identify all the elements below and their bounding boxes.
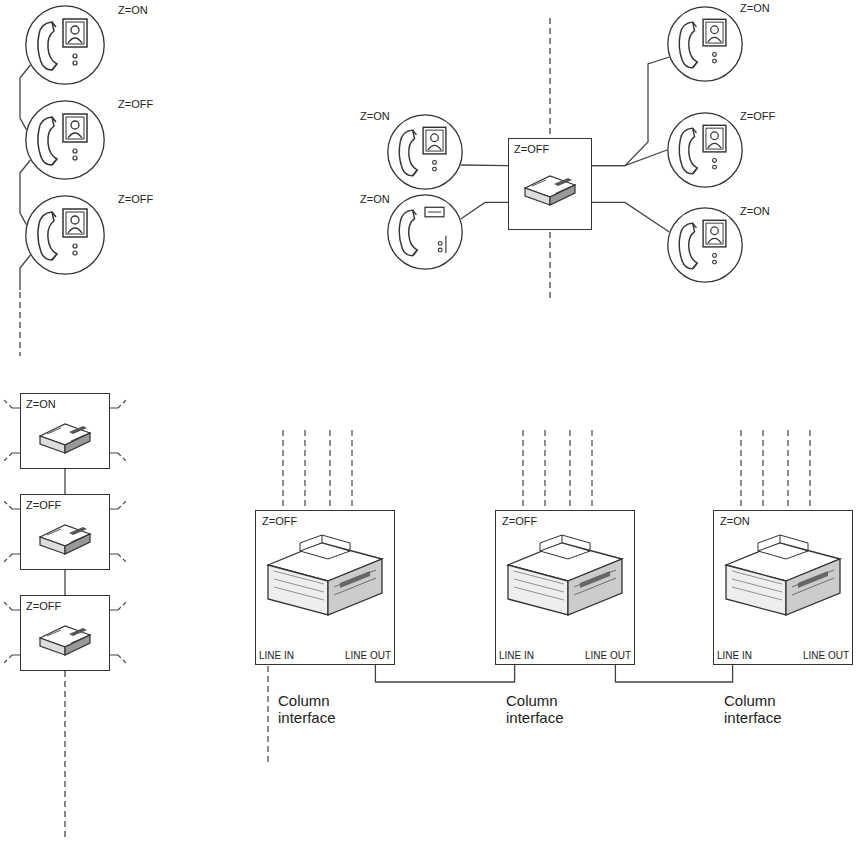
- device-label: Column interface: [278, 692, 362, 727]
- circle-outline: [388, 195, 462, 269]
- video-phone: [679, 19, 726, 67]
- wire-connector: [375, 665, 514, 682]
- z-setting: Z=OFF: [262, 515, 297, 527]
- circle-outline: [25, 5, 105, 85]
- video-phone: [38, 19, 87, 70]
- distributor-box: Z=OFF: [508, 138, 592, 230]
- circle-outline: [667, 6, 743, 82]
- z-setting: Z=OFF: [118, 98, 153, 110]
- distributor-box: Z=ON: [20, 393, 110, 469]
- wire-connector: [461, 164, 508, 166]
- wire-connector: [64, 469, 65, 494]
- video-phone: [679, 220, 726, 268]
- station-circle: Z=ON: [387, 114, 463, 190]
- wire-connector: [592, 57, 669, 166]
- z-setting: Z=OFF: [26, 600, 61, 612]
- wire-connector: [20, 65, 30, 130]
- riser-lines: [268, 430, 810, 762]
- circle-outline: [25, 100, 105, 180]
- station-circle: Z=ON: [667, 207, 743, 283]
- riser-continuation: [64, 671, 65, 838]
- terminal-label: LINE IN: [717, 650, 752, 661]
- distributor-module: [40, 525, 90, 554]
- station-circle: Z=ON: [25, 5, 105, 85]
- audio-phone: [399, 207, 446, 255]
- station-circle: Z=OFF: [25, 100, 105, 180]
- z-setting: Z=ON: [740, 2, 770, 14]
- z-setting: Z=ON: [720, 515, 750, 527]
- branch-stubs-dashed: [4, 400, 126, 663]
- z-setting: Z=OFF: [26, 499, 61, 511]
- station-circle: Z=ON: [387, 194, 463, 270]
- z-setting: Z=OFF: [502, 515, 537, 527]
- station-circle: Z=OFF: [667, 112, 743, 188]
- wire-connector: [64, 570, 65, 595]
- video-phone: [38, 114, 87, 165]
- circle-outline: [668, 208, 742, 282]
- circle-outline: [668, 7, 742, 81]
- circle-outline: [387, 114, 463, 190]
- terminal-label: LINE IN: [259, 650, 294, 661]
- terminal-label: LINE OUT: [803, 650, 849, 661]
- circle-outline: [26, 6, 104, 84]
- z-setting: Z=OFF: [740, 110, 775, 122]
- video-phone: [38, 209, 87, 260]
- circle-outline: [26, 196, 104, 274]
- z-setting: Z=ON: [118, 4, 148, 16]
- wire-connector: [592, 202, 669, 232]
- column-interface-module: [726, 535, 840, 615]
- terminal-label: LINE OUT: [585, 650, 631, 661]
- station-circle: Z=ON: [667, 6, 743, 82]
- circle-outline: [26, 101, 104, 179]
- distributor-module: [525, 176, 575, 205]
- z-setting: Z=ON: [740, 205, 770, 217]
- circle-outline: [25, 195, 105, 275]
- device-label: Column interface: [724, 692, 808, 727]
- circle-outline: [667, 112, 743, 188]
- column-interface-module: [268, 535, 382, 615]
- device-label: Column interface: [506, 692, 590, 727]
- riser-continuation: [549, 18, 550, 300]
- video-phone: [399, 127, 446, 175]
- column-interface-box: Z=ONLINE INLINE OUTColumn interface: [713, 510, 853, 665]
- circle-outline: [667, 207, 743, 283]
- distributor-module: [40, 626, 90, 655]
- station-circle: Z=OFF: [25, 195, 105, 275]
- column-interface-module: [508, 535, 622, 615]
- z-setting: Z=OFF: [514, 143, 549, 155]
- circle-outline: [388, 115, 462, 189]
- video-phone: [679, 125, 726, 173]
- terminal-label: LINE OUT: [345, 650, 391, 661]
- z-setting: Z=ON: [26, 398, 56, 410]
- wire-connector: [592, 150, 667, 166]
- column-interface-box: Z=OFFLINE INLINE OUTColumn interface: [255, 510, 395, 665]
- column-interface-box: Z=OFFLINE INLINE OUTColumn interface: [495, 510, 635, 665]
- wire-connector: [615, 665, 732, 682]
- wire-connector: [20, 160, 30, 225]
- distributor-box: Z=OFF: [20, 494, 110, 570]
- riser-wire: [20, 255, 30, 290]
- wire-connector: [461, 202, 508, 219]
- z-setting: Z=OFF: [118, 193, 153, 205]
- circle-outline: [668, 113, 742, 187]
- circle-outline: [387, 194, 463, 270]
- distributor-module: [40, 424, 90, 453]
- terminal-label: LINE IN: [499, 650, 534, 661]
- distributor-box: Z=OFF: [20, 595, 110, 671]
- z-setting: Z=ON: [360, 193, 390, 205]
- z-setting: Z=ON: [360, 110, 390, 122]
- branch-stubs: [12, 408, 118, 655]
- riser-continuation: [19, 292, 20, 356]
